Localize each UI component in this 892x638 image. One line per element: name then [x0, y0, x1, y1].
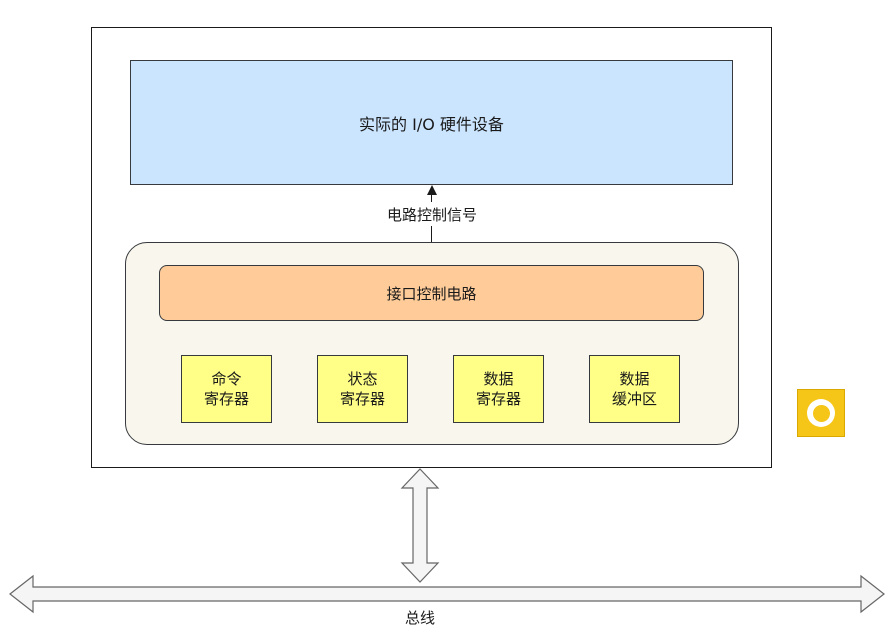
command-register: 命令 寄存器 — [181, 355, 272, 423]
io-hardware-device: 实际的 I/O 硬件设备 — [130, 60, 733, 185]
register-label-line2: 缓冲区 — [611, 390, 657, 408]
vertical-bidirectional-arrow — [400, 468, 440, 583]
interface-control-circuit: 接口控制电路 — [159, 265, 704, 321]
register-label-line1: 命令 — [211, 370, 242, 388]
badge-core — [812, 404, 830, 422]
register-label-line1: 数据 — [619, 370, 650, 388]
register-label-line1: 数据 — [483, 370, 514, 388]
signal-arrowhead — [427, 185, 437, 195]
data-buffer: 数据 缓冲区 — [589, 355, 680, 423]
register-label-line2: 寄存器 — [203, 390, 249, 408]
io-hardware-device-label: 实际的 I/O 硬件设备 — [359, 114, 504, 134]
bus-label: 总线 — [404, 608, 435, 627]
register-label-line2: 寄存器 — [339, 390, 385, 408]
control-signal-label: 电路控制信号 — [361, 202, 503, 226]
status-register: 状态 寄存器 — [317, 355, 408, 423]
ring-target-icon[interactable] — [797, 389, 845, 437]
interface-control-circuit-label: 接口控制电路 — [386, 284, 477, 303]
register-label-line2: 寄存器 — [475, 390, 521, 408]
badge-ring — [807, 399, 835, 427]
data-register: 数据 寄存器 — [453, 355, 544, 423]
register-label-line1: 状态 — [347, 370, 378, 388]
